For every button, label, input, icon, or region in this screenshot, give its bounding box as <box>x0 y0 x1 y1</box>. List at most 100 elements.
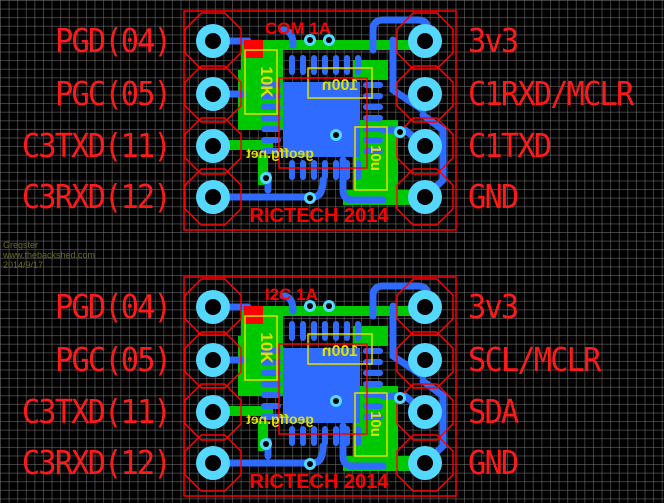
pin-outline <box>396 168 454 226</box>
pin-hole <box>417 455 433 471</box>
credit-date: 2014/9/17 <box>3 260 44 270</box>
capacitor-outline <box>307 67 373 99</box>
ic-pad <box>344 321 350 341</box>
smd-pad <box>244 40 263 58</box>
pin-hole <box>417 404 433 420</box>
ic-pad <box>363 414 383 420</box>
copper-trace <box>339 422 387 470</box>
ic-pad <box>363 115 383 121</box>
board-footer: RICTECH 2014 <box>250 205 390 227</box>
ic-pad <box>344 55 350 75</box>
pin-label-right: 3v3 <box>468 21 519 60</box>
capacitor-label: 100n <box>322 77 358 94</box>
resistor-label: 10K <box>257 332 276 364</box>
pin-label-left: C3RXD(12) <box>22 443 172 482</box>
capacitor-outline <box>307 333 373 365</box>
copper-trace <box>279 292 297 315</box>
credit-url: www.thebackshed.com <box>3 250 96 260</box>
via-hole <box>326 37 332 43</box>
via-hole <box>397 395 403 401</box>
ic-pad <box>322 160 328 180</box>
ic-thermal-pad <box>283 348 360 423</box>
credit-author: Gregster <box>3 240 39 250</box>
pin-label-right: GND <box>468 443 519 482</box>
ic-thermal-pad <box>283 82 360 157</box>
pin-label-left: C3TXD(11) <box>22 392 172 431</box>
ic-pad <box>322 426 328 446</box>
pin-hole <box>205 138 221 154</box>
pin-outline <box>184 117 242 175</box>
pin-label-left: PGC(05) <box>54 74 172 113</box>
ic-pad <box>300 160 306 180</box>
board-name: COM 1A <box>265 19 331 38</box>
pin-hole <box>417 86 433 102</box>
pin-hole <box>417 33 433 49</box>
ic-pad <box>300 55 306 75</box>
via-hole <box>333 132 339 138</box>
pin-hole <box>205 33 221 49</box>
board-outline <box>183 276 457 497</box>
via-hole <box>326 303 332 309</box>
resistor-outline <box>244 315 278 381</box>
pin-label-left: PGD(04) <box>54 21 172 60</box>
pin-outline <box>396 331 454 389</box>
pin-label-right: GND <box>468 177 519 216</box>
via-hole <box>307 195 313 201</box>
pin-label-right: C1RXD/MCLR <box>468 74 634 113</box>
capacitor-outline <box>354 392 388 457</box>
designer-url: geoffg.net <box>246 145 314 161</box>
via-hole <box>333 398 339 404</box>
capacitor-outline <box>354 126 388 191</box>
smd-pad <box>244 306 263 324</box>
pin-outline <box>396 278 454 336</box>
pin-hole <box>417 299 433 315</box>
ic-pad <box>261 359 281 365</box>
board-name: I2C 1A <box>265 285 318 304</box>
pin-hole <box>205 352 221 368</box>
ic-pad <box>289 55 295 75</box>
pin-label-right: SCL/MCLR <box>468 340 601 379</box>
ic-pad <box>261 403 281 409</box>
ic-pad <box>363 104 383 110</box>
copper-fill <box>223 140 273 150</box>
pin-outline <box>184 278 242 336</box>
pin-hole <box>205 455 221 471</box>
ic-pad <box>311 55 317 75</box>
ic-pad <box>355 160 361 180</box>
capacitor-label: 10u <box>367 411 384 437</box>
ic-pad <box>363 148 383 154</box>
ic-pad <box>333 426 339 446</box>
pin-outline <box>396 65 454 123</box>
ic-pad <box>261 115 281 121</box>
ic-pad <box>261 104 281 110</box>
ic-pad <box>363 137 383 143</box>
ic-pad <box>300 321 306 341</box>
via-hole <box>307 461 313 467</box>
ic-pad <box>333 321 339 341</box>
designer-url: geoffg.net <box>246 411 314 427</box>
ic-pad <box>355 55 361 75</box>
pin-hole <box>205 299 221 315</box>
resistor-label: 10K <box>257 66 276 98</box>
copper-trace <box>339 156 387 204</box>
copper-fill <box>353 326 388 346</box>
ic-pad <box>355 321 361 341</box>
pin-hole <box>205 404 221 420</box>
ic-pad <box>261 370 281 376</box>
pin-hole <box>417 189 433 205</box>
via-hole <box>307 303 313 309</box>
pin-outline <box>396 12 454 70</box>
pin-outline <box>184 434 242 492</box>
capacitor-label: 100n <box>322 343 358 360</box>
pin-label-left: C3TXD(11) <box>22 126 172 165</box>
via-hole <box>263 441 269 447</box>
ic-pad <box>322 321 328 341</box>
pin-outline <box>184 65 242 123</box>
ic-pad <box>355 426 361 446</box>
ic-pad <box>363 370 383 376</box>
ic-pad <box>261 93 281 99</box>
ic-pad <box>261 414 281 420</box>
ic-outline <box>278 343 368 435</box>
